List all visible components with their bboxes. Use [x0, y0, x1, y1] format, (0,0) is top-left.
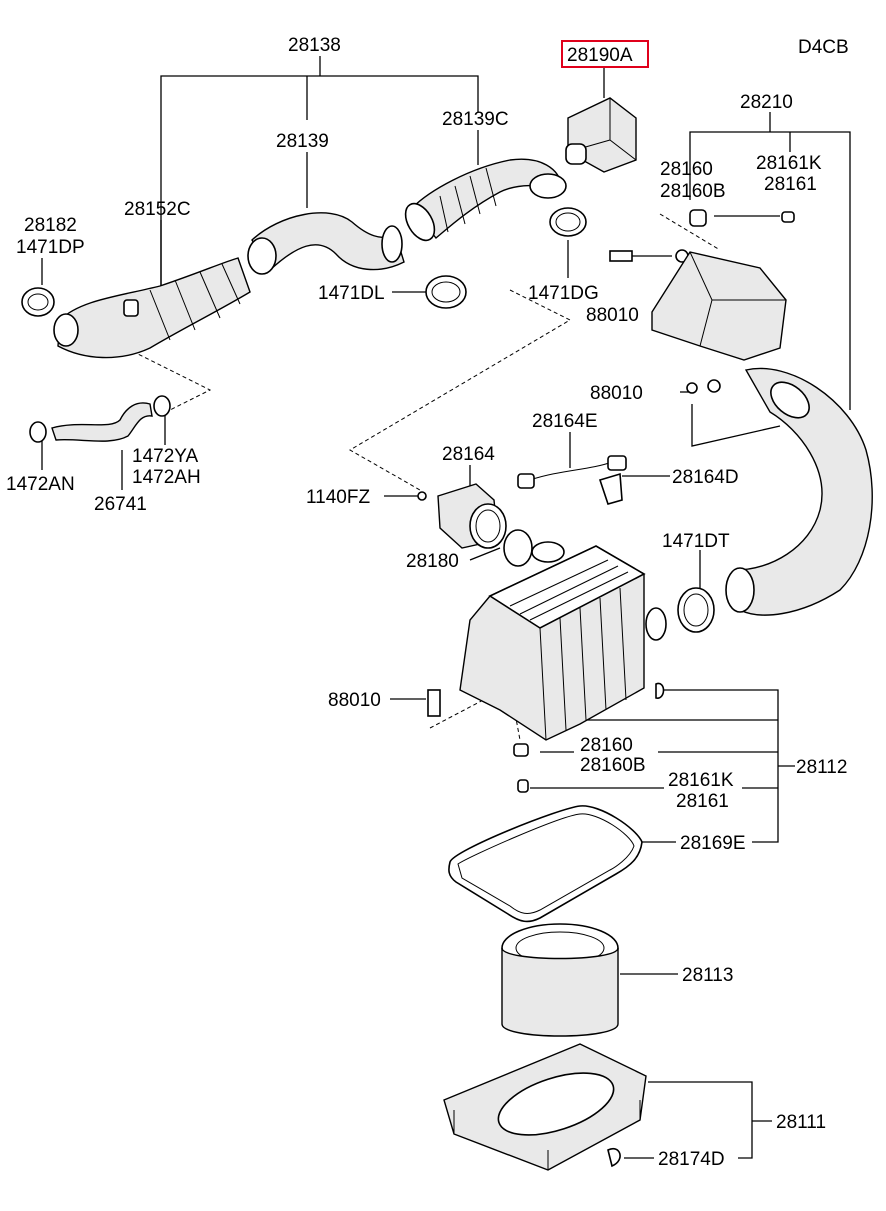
callout-28164D[interactable]: 28164D: [672, 467, 739, 488]
callout-1471DL[interactable]: 1471DL: [318, 283, 385, 304]
clamp-1471DG: [549, 207, 587, 237]
callout-28210[interactable]: 28210: [740, 92, 793, 113]
callout-28160B-top[interactable]: 28160B: [660, 181, 726, 202]
callout-28138[interactable]: 28138: [288, 35, 341, 56]
callout-28161K-top[interactable]: 28161K: [756, 153, 822, 174]
lower-case-part: [443, 1043, 647, 1171]
callout-28182[interactable]: 28182: [24, 215, 77, 236]
callout-1471DT[interactable]: 1471DT: [662, 531, 730, 552]
air-cleaner-body-part: [427, 541, 667, 793]
callout-28160-mid[interactable]: 28160: [580, 735, 633, 756]
callout-26741[interactable]: 26741: [94, 494, 147, 515]
callout-1472AN[interactable]: 1472AN: [6, 474, 75, 495]
callout-28169E[interactable]: 28169E: [680, 833, 746, 854]
callout-1472AH[interactable]: 1472AH: [132, 467, 201, 488]
callout-labels: D4CB 28138 28190A 28210 28139 28139C 281…: [6, 35, 849, 1170]
engine-code-label: D4CB: [798, 37, 849, 58]
air-inlet-duct-part: [651, 251, 873, 616]
callout-28112[interactable]: 28112: [796, 757, 847, 778]
callout-28190A[interactable]: 28190A: [567, 45, 633, 66]
callout-1472YA[interactable]: 1472YA: [132, 446, 199, 467]
callout-28113[interactable]: 28113: [682, 965, 733, 986]
resonator-part: [565, 97, 637, 173]
callout-28152C[interactable]: 28152C: [124, 199, 191, 220]
callout-28161-top[interactable]: 28161: [764, 174, 817, 195]
callout-1471DG[interactable]: 1471DG: [528, 283, 599, 304]
callout-28139C[interactable]: 28139C: [442, 109, 509, 130]
maf-sensor-part: [417, 483, 507, 549]
leader-28138: [160, 75, 479, 300]
grommet-28160-top: [689, 209, 795, 227]
callout-28164[interactable]: 28164: [442, 444, 495, 465]
clamp-1471DT: [677, 587, 715, 633]
callout-28160-top[interactable]: 28160: [660, 159, 713, 180]
callout-88010-a[interactable]: 88010: [586, 305, 639, 326]
callout-28161-mid[interactable]: 28161: [676, 791, 729, 812]
callout-88010-b[interactable]: 88010: [590, 383, 643, 404]
gasket-part: [448, 805, 643, 923]
leader-lines: [41, 56, 851, 1159]
filter-element-part: [501, 923, 619, 1037]
callout-28160B-mid[interactable]: 28160B: [580, 755, 646, 776]
callout-28139[interactable]: 28139: [276, 131, 329, 152]
breather-hose-part: [29, 395, 171, 443]
oring-28180: [503, 529, 533, 567]
callout-28164E[interactable]: 28164E: [532, 411, 598, 432]
callout-1471DP[interactable]: 1471DP: [16, 237, 85, 258]
callout-28111[interactable]: 28111: [776, 1112, 826, 1133]
callout-88010-c[interactable]: 88010: [328, 690, 381, 711]
callout-28174D[interactable]: 28174D: [658, 1149, 725, 1170]
sensor-harness-part: [517, 455, 627, 505]
lower-duct-part: [53, 257, 251, 359]
highlight-box-28190A: [561, 40, 649, 68]
callout-28180[interactable]: 28180: [406, 551, 459, 572]
callout-28161K-mid[interactable]: 28161K: [668, 770, 734, 791]
callout-1140FZ[interactable]: 1140FZ: [306, 487, 370, 508]
upper-hose-part: [404, 158, 567, 242]
clamp-1471DL: [425, 275, 467, 309]
clamp-1471DP: [21, 287, 55, 317]
middle-duct-part: [247, 212, 405, 275]
